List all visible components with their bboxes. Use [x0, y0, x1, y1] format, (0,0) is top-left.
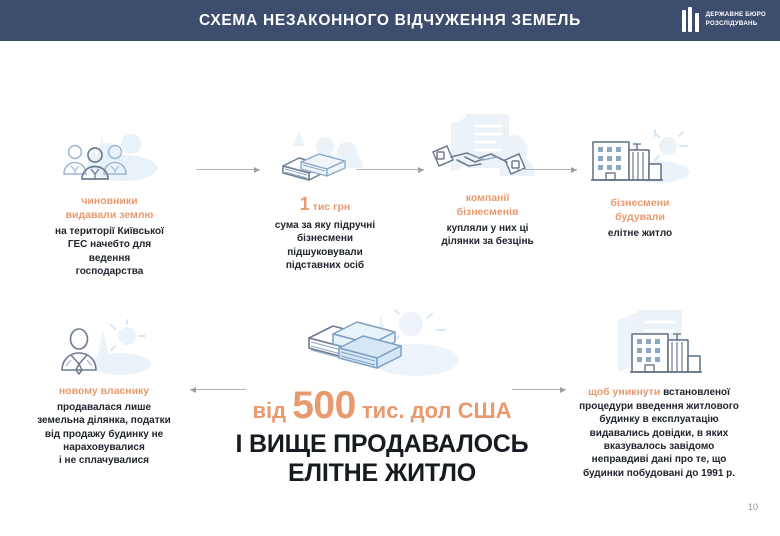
hero-statement: І ВИЩЕ ПРОДАВАЛОСЬ ЕЛІТНЕ ЖИТЛО: [235, 430, 529, 487]
hero-number: 500: [292, 384, 356, 427]
flow-node-thousand-hryvnia: 1 тис грн сума за яку підручні бізнесмен…: [245, 132, 405, 272]
dbr-logo: ДЕРЖАВНЕ БЮРО РОЗСЛІДУВАНЬ: [681, 7, 766, 32]
node-accent-label: чиновники видавали землю: [65, 195, 154, 221]
node-accent-label: бізнесмени будували: [610, 197, 670, 223]
hero-amount-line: від 500 тис. дол США: [232, 384, 532, 428]
arrow-right-1: [196, 165, 260, 174]
node-accent-label: 1 тис грн: [299, 194, 351, 214]
node-body-label: сума за яку підручні бізнесмени підшуков…: [274, 219, 376, 271]
flow-node-businessmen-built: бізнесмени будували елітне житло: [560, 129, 720, 240]
bottom-node-avoid-procedure: щоб уникнути встановленої процедури введ…: [548, 308, 770, 480]
node-body-label: на території Київської ГЕС начебто для в…: [55, 225, 164, 277]
three-people-icon: [45, 128, 175, 190]
bottom-body-label: продавалася лише земельна ділянка, подат…: [37, 401, 171, 467]
arrow-right-2: [356, 165, 424, 174]
node-body-label: елітне житло: [607, 227, 673, 239]
slide-header: СХЕМА НЕЗАКОННОГО ВІДЧУЖЕННЯ ЗЕМЕЛЬ ДЕРЖ…: [0, 0, 780, 41]
flow-node-officials: чиновники видавали землю на території Ки…: [22, 128, 197, 278]
big-money-stack-icon: [287, 308, 477, 380]
arrow-bottom-left: [190, 385, 246, 394]
page-number: 10: [747, 502, 758, 512]
node-body-label: купляли у них ці ділянки за безцінь: [441, 222, 534, 248]
documents-buildings-icon: [594, 308, 724, 382]
hero-block: від 500 тис. дол США І ВИЩЕ ПРОДАВАЛОСЬ …: [232, 308, 532, 487]
money-stack-icon: [265, 132, 385, 190]
buildings-icon: [575, 129, 705, 192]
bottom-node-new-owner: новому власнику продавалася лише земельн…: [18, 319, 190, 468]
flow-node-businessmen-companies: компанії бізнесменів купляли у них ці ді…: [400, 110, 575, 249]
logo-bars-icon: [681, 7, 699, 32]
hero-prefix: від: [252, 398, 293, 423]
logo-text: ДЕРЖАВНЕ БЮРО РОЗСЛІДУВАНЬ: [706, 11, 766, 29]
bottom-accent-inline: щоб уникнути: [588, 386, 661, 398]
logo-line-1: ДЕРЖАВНЕ БЮРО: [705, 10, 766, 18]
handshake-document-icon: [413, 110, 563, 190]
node-accent-label: компанії бізнесменів: [456, 192, 519, 218]
logo-line-2: РОЗСЛІДУВАНЬ: [705, 19, 758, 27]
bottom-accent-label: новому власнику: [58, 385, 150, 397]
bottom-first-line: щоб уникнути встановленої: [548, 386, 770, 400]
person-suit-icon: [49, 319, 159, 380]
arrow-right-3: [517, 165, 577, 174]
hero-suffix: тис. дол США: [355, 398, 512, 423]
bottom-body-label: щоб уникнути встановленої процедури введ…: [548, 386, 770, 480]
arrow-bottom-right: [512, 385, 566, 394]
page-title: СХЕМА НЕЗАКОННОГО ВІДЧУЖЕННЯ ЗЕМЕЛЬ: [199, 11, 581, 29]
bottom-body-inline: встановленої: [660, 387, 730, 398]
